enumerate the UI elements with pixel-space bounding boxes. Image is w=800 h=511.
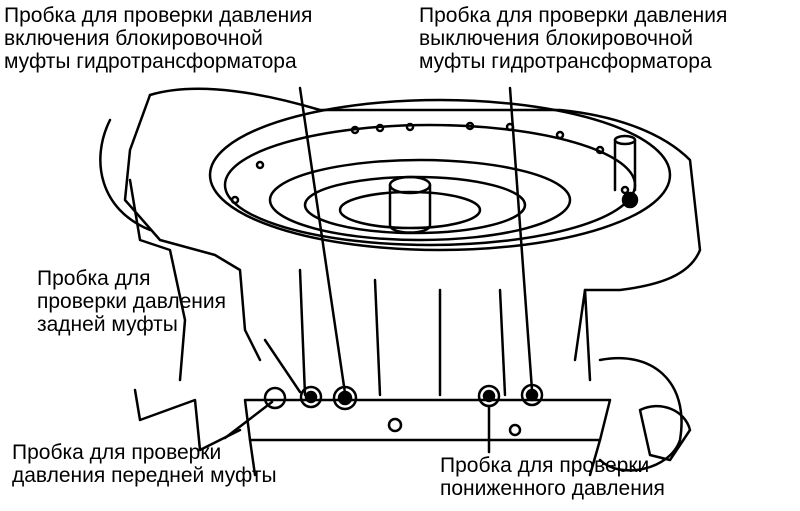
flange-ring-3 [303, 175, 527, 235]
plug-1 [263, 386, 287, 410]
leader-rear-clutch [263, 338, 302, 394]
valve-body-center [373, 278, 507, 397]
valve-plate [243, 398, 612, 442]
left-bracket [128, 178, 187, 382]
valve-body-right [583, 288, 592, 382]
leader-lockup-off [508, 86, 534, 392]
label-lockup-off-plug: Пробка для проверки давления выключения … [419, 4, 728, 73]
label-front-clutch-plug: Пробка для проверки давления передней му… [12, 441, 277, 487]
plug-2 [299, 385, 323, 409]
right-stud [613, 138, 637, 192]
housing-left [123, 93, 262, 362]
housing-left-cast [99, 118, 152, 232]
lower-left-casting [133, 388, 242, 452]
flange-ring-4 [338, 190, 482, 230]
housing-outline [148, 87, 702, 362]
label-rear-clutch-plug: Пробка для проверки давления задней муфт… [37, 267, 226, 336]
valve-plate-lower [248, 438, 602, 477]
lower-right-casting [598, 356, 683, 472]
shaft-top [388, 175, 432, 195]
shaft [388, 183, 432, 234]
flange-ring-2 [268, 158, 572, 242]
right-sensor [638, 404, 692, 462]
valve-body-left [298, 268, 307, 397]
label-low-pressure-plug: Пробка для проверки пониженного давления [440, 454, 665, 500]
leader-front-clutch [223, 400, 274, 440]
label-lockup-on-plug: Пробка для проверки давления включения б… [4, 4, 313, 73]
leader-lockup-on [298, 86, 347, 395]
flange-outer [208, 98, 672, 252]
